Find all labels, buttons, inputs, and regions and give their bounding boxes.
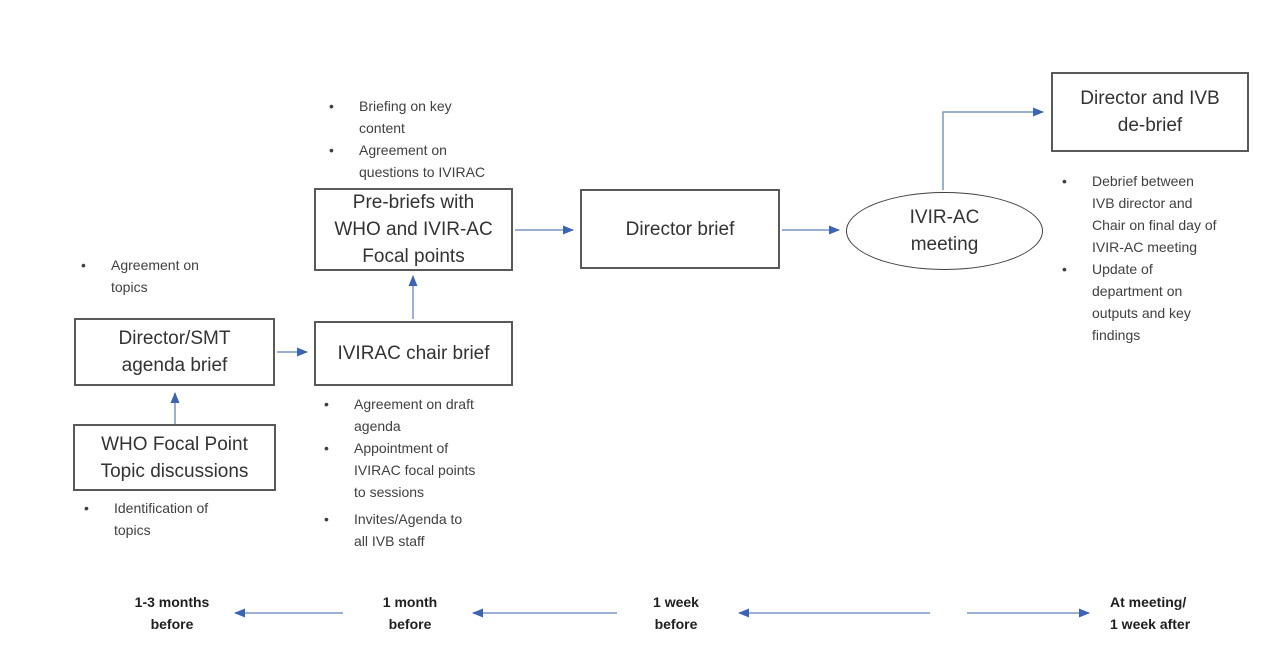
- note-text: Identification of topics: [114, 500, 209, 538]
- arrow-meeting-to-debrief: [942, 107, 1044, 190]
- timeline-label-at-meeting-1-week-after: At meeting/ 1 week after: [1110, 594, 1191, 632]
- note-list-smt-agenda: • Agreement on topics: [81, 254, 231, 298]
- bullet-icon: •: [324, 511, 329, 527]
- bullet-icon: •: [329, 142, 334, 158]
- bullet-icon: •: [81, 257, 86, 273]
- note-item: • Agreement on topics: [81, 254, 231, 298]
- bullet-icon: •: [84, 500, 89, 516]
- note-item: • Update of department on outputs and ke…: [1062, 258, 1257, 346]
- timeline-label-1-week-before: 1 week before: [653, 594, 699, 632]
- node-label: WHO Focal Point Topic discussions: [100, 433, 249, 482]
- node-label: Director/SMT agenda brief: [118, 328, 231, 376]
- note-item: • Appointment of IVIRAC focal points to …: [324, 437, 514, 503]
- node-pre-briefs: Pre-briefs with WHO and IVIR-AC Focal po…: [314, 188, 513, 271]
- node-director-brief: Director brief: [580, 189, 780, 269]
- bullet-icon: •: [324, 396, 329, 412]
- node-label: IVIRAC chair brief: [337, 343, 490, 364]
- note-text: Invites/Agenda to all IVB staff: [354, 511, 463, 549]
- note-text: Agreement on topics: [111, 257, 199, 295]
- node-who-focal-point-topic-discussions: WHO Focal Point Topic discussions: [73, 424, 276, 491]
- bullet-icon: •: [324, 440, 329, 456]
- node-director-smt-agenda-brief: Director/SMT agenda brief: [74, 318, 275, 386]
- note-list-who-topics: • Identification of topics: [84, 497, 244, 541]
- note-text: Agreement on questions to IVIRAC: [359, 142, 486, 180]
- note-item: • Briefing on key content: [329, 95, 514, 139]
- note-list-debrief: • Debrief between IVB director and Chair…: [1062, 170, 1257, 346]
- note-item: • Debrief between IVB director and Chair…: [1062, 170, 1257, 258]
- node-ivir-ac-meeting: IVIR-AC meeting: [846, 192, 1043, 270]
- timeline-label-1-month-before: 1 month before: [382, 594, 438, 632]
- note-item: • Identification of topics: [84, 497, 244, 541]
- note-list-chair-brief: • Agreement on draft agenda • Appointmen…: [324, 393, 514, 552]
- note-text: Debrief between IVB director and Chair o…: [1092, 173, 1217, 255]
- note-item: • Agreement on questions to IVIRAC: [329, 139, 514, 183]
- note-text: Briefing on key content: [359, 98, 452, 136]
- node-label: IVIR-AC meeting: [909, 207, 980, 255]
- bullet-icon: •: [329, 98, 334, 114]
- node-label: Pre-briefs with WHO and IVIR-AC Focal po…: [334, 192, 493, 267]
- bullet-icon: •: [1062, 173, 1067, 189]
- timeline-label-1-3-months-before: 1-3 months before: [134, 594, 210, 632]
- node-ivirac-chair-brief: IVIRAC chair brief: [314, 321, 513, 386]
- note-text: Appointment of IVIRAC focal points to se…: [354, 440, 476, 500]
- node-label: Director brief: [625, 218, 735, 240]
- note-item: • Invites/Agenda to all IVB staff: [324, 508, 514, 552]
- node-label: Director and IVB de-brief: [1080, 88, 1220, 136]
- note-item: • Agreement on draft agenda: [324, 393, 514, 437]
- note-list-prebriefs: • Briefing on key content • Agreement on…: [329, 95, 514, 183]
- note-text: Update of department on outputs and key …: [1092, 261, 1191, 343]
- note-text: Agreement on draft agenda: [354, 396, 474, 434]
- node-director-ivb-debrief: Director and IVB de-brief: [1051, 72, 1249, 152]
- bullet-icon: •: [1062, 261, 1067, 277]
